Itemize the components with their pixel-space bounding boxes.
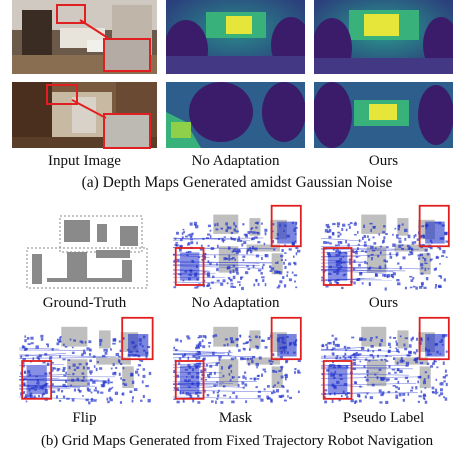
grid-map-ground-truth	[12, 212, 157, 292]
zoom-inset	[103, 113, 151, 149]
highlight-box	[46, 84, 78, 105]
grid-map-mask	[166, 316, 305, 406]
column-label-no-adaptation: No Adaptation	[191, 153, 280, 169]
depth-map-no-adaptation-2	[166, 82, 305, 148]
grid-map-flip	[12, 316, 157, 406]
row2-label-flip: Flip	[72, 410, 97, 426]
row2-label-mask: Mask	[218, 410, 253, 426]
row1-label-no-adaptation: No Adaptation	[191, 295, 280, 311]
depth-map-no-adaptation-1	[166, 0, 305, 74]
zoom-inset	[103, 38, 151, 72]
zoom-arrow	[71, 99, 107, 119]
row2-label-pseudo-label: Pseudo Label	[342, 410, 425, 426]
zoom-arrow	[79, 19, 109, 39]
highlight-box	[56, 4, 86, 24]
caption-b: (b) Grid Maps Generated from Fixed Traje…	[40, 433, 434, 449]
column-label-input-image: Input Image	[48, 153, 121, 169]
row1-label-ground-truth: Ground-Truth	[42, 295, 127, 311]
grid-map-pseudo-label	[314, 316, 453, 406]
grid-map-ours	[314, 204, 453, 292]
depth-map-ours-2	[314, 82, 453, 148]
depth-map-ours-1	[314, 0, 453, 74]
caption-a: (a) Depth Maps Generated amidst Gaussian…	[81, 174, 393, 191]
row1-label-ours: Ours	[368, 295, 399, 311]
column-label-ours: Ours	[368, 153, 399, 169]
grid-map-no-adaptation	[166, 204, 305, 292]
